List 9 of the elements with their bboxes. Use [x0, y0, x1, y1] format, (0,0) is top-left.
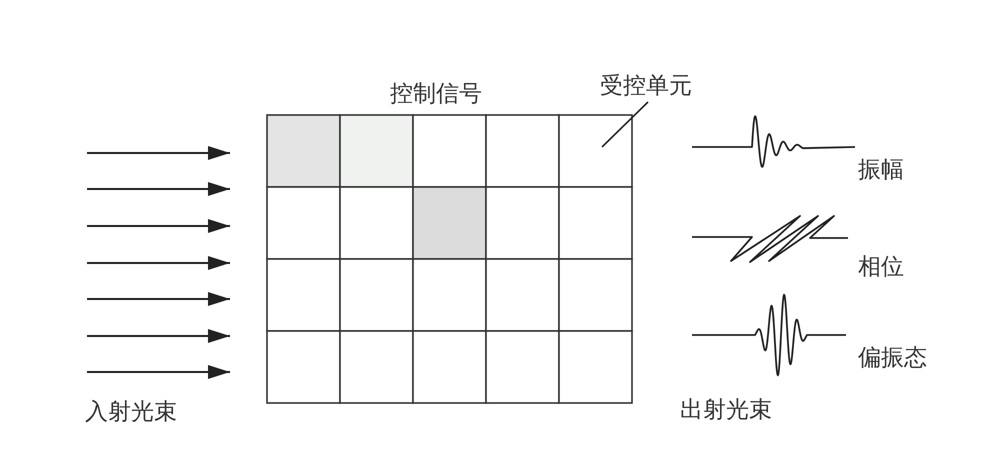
- leader-line: [601, 101, 649, 148]
- phase-label: 相位: [858, 253, 904, 281]
- incident-beam-label: 入射光束: [85, 398, 177, 426]
- outgoing-beam-label: 出射光束: [680, 396, 772, 424]
- amplitude-label: 振幅: [858, 156, 904, 184]
- callout-label: 受控单元: [600, 72, 692, 100]
- polarization-label: 偏振态: [858, 344, 927, 372]
- controlled-cell: [558, 114, 633, 188]
- control-signal-label: 控制信号: [390, 80, 482, 108]
